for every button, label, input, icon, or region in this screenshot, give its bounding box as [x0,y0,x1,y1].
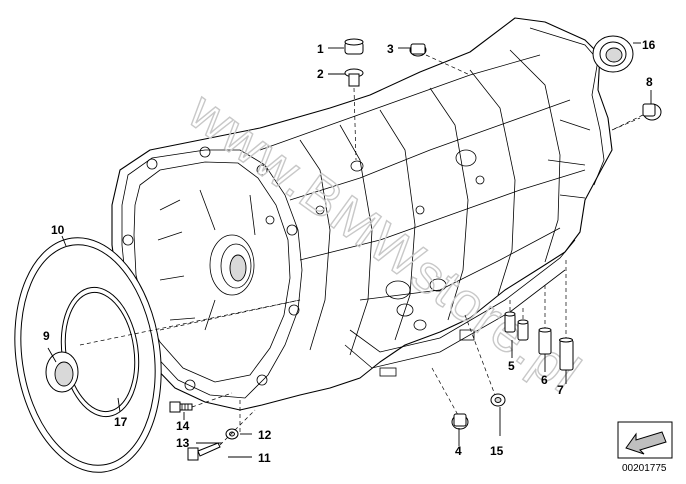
part-15-washer [464,314,506,407]
callout-9: 9 [43,329,50,343]
part-6-sleeve [538,285,552,355]
callout-16: 16 [642,38,656,52]
callout-14: 14 [176,419,190,433]
part-8-plug [611,103,662,131]
part-5-dowel-sleeves [504,300,529,341]
part-14-bolt [169,392,233,413]
part-4-drain-plug [431,367,469,430]
document-number: 00201775 [622,463,667,474]
leader-lines [47,42,652,458]
callout-1: 1 [317,42,324,56]
gasket-assembly [14,237,162,473]
part-13-bolt [187,442,221,461]
callout-13: 13 [176,436,190,450]
part-1-cap [344,38,364,55]
callout-17: 17 [114,415,128,429]
callout-12: 12 [258,428,272,442]
callout-4: 4 [455,444,462,458]
part-3-plug [409,43,471,76]
part-2-fitting [344,68,364,161]
callout-11: 11 [258,451,271,465]
part-12-washer [225,428,239,440]
callout-15: 15 [490,444,504,458]
callout-8: 8 [646,75,653,89]
callout-2: 2 [317,67,324,81]
arrow-view-icon [617,421,673,459]
part-16-shaft-seal [592,35,634,73]
callout-3: 3 [387,42,394,56]
part-7-sleeve [559,260,574,371]
callout-7: 7 [557,383,564,397]
callout-6: 6 [541,373,548,387]
callout-5: 5 [508,359,515,373]
transmission-housing [111,17,613,411]
callout-10: 10 [51,223,65,237]
